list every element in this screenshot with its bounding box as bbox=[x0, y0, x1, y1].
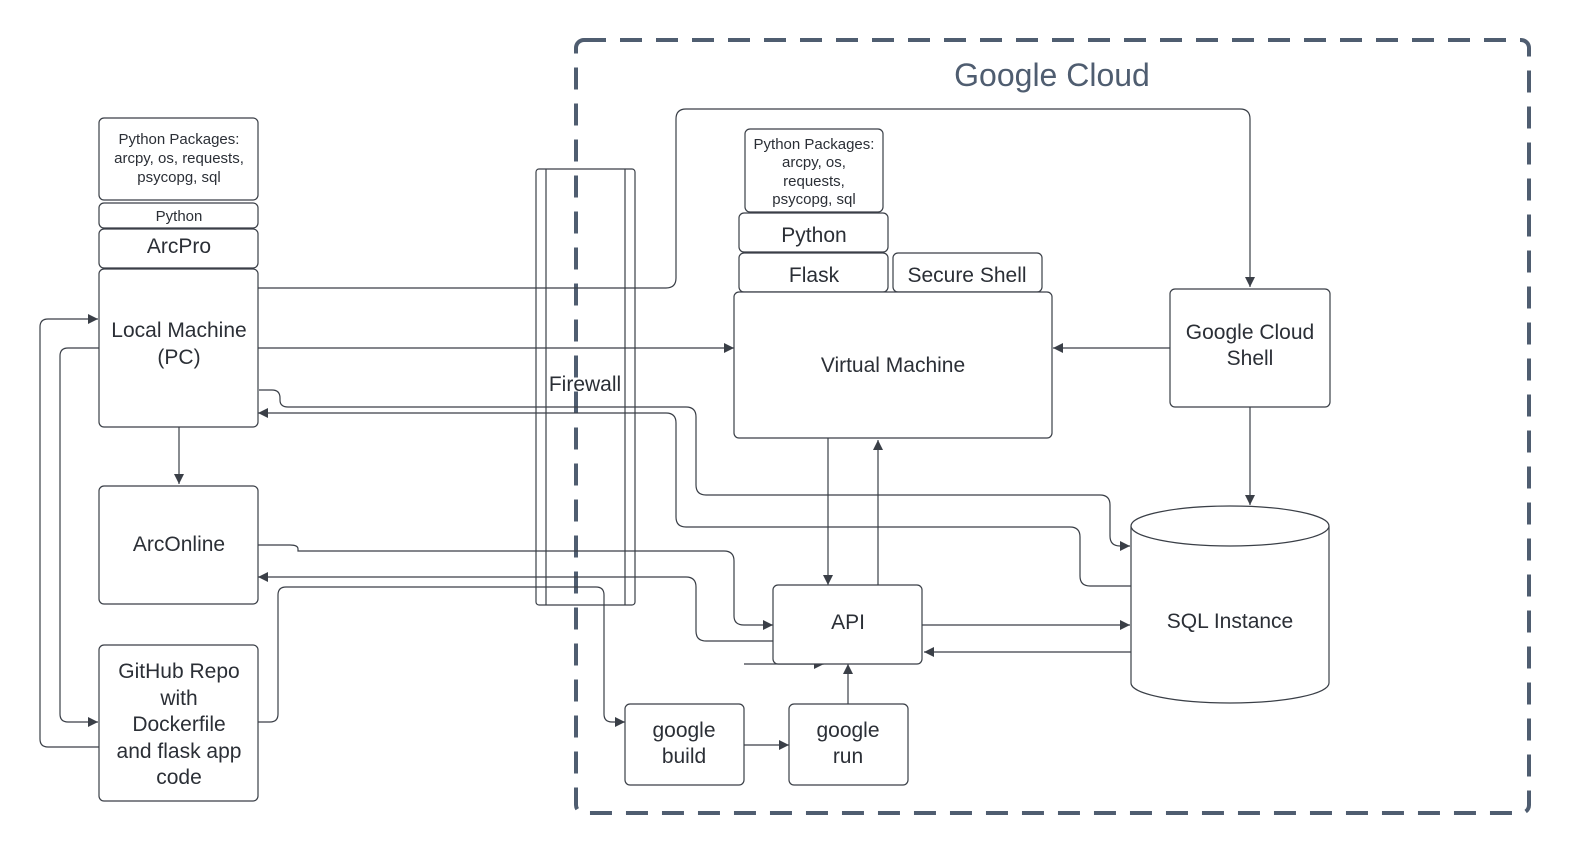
sql-cylinder-top bbox=[1130, 505, 1330, 547]
edge-sql-to-local bbox=[258, 408, 1131, 587]
github-line-4: and flask app bbox=[117, 740, 242, 763]
github-line-5: code bbox=[156, 766, 202, 789]
vm-python[interactable]: Python bbox=[738, 212, 889, 253]
google-cloud-title: Google Cloud bbox=[954, 57, 1150, 93]
local-python[interactable]: Python bbox=[98, 202, 259, 229]
secure-shell[interactable]: Secure Shell bbox=[892, 252, 1043, 293]
local-pkgs-line-1: Python Packages: bbox=[119, 131, 240, 148]
local-machine-line-2: (PC) bbox=[157, 346, 200, 369]
sql-instance-label: SQL Instance bbox=[1167, 610, 1293, 633]
secure-shell-label: Secure Shell bbox=[907, 264, 1026, 287]
firewall-outer bbox=[535, 168, 636, 606]
edge-local-to-cloudshell bbox=[258, 108, 1255, 289]
google-build[interactable]: google build bbox=[624, 703, 745, 786]
api[interactable]: API bbox=[772, 584, 923, 665]
google-build-line-1: google bbox=[652, 719, 715, 742]
github-line-3: Dockerfile bbox=[132, 713, 225, 736]
arconline-label: ArcOnline bbox=[133, 533, 225, 556]
local-python-packages[interactable]: Python Packages: arcpy, os, requests, ps… bbox=[98, 117, 259, 201]
edge-github-to-local bbox=[39, 314, 99, 748]
local-pkgs-line-2: arcpy, os, requests, bbox=[114, 150, 244, 167]
github-repo[interactable]: GitHub Repo with Dockerfile and flask ap… bbox=[98, 644, 259, 802]
arcpro-label: ArcPro bbox=[147, 235, 211, 258]
local-machine[interactable]: Local Machine (PC) bbox=[98, 268, 259, 428]
edge-local-to-github bbox=[59, 347, 99, 727]
sql-instance[interactable]: SQL Instance bbox=[1130, 505, 1330, 704]
google-cloud-boundary bbox=[574, 38, 1531, 815]
google-run-line-1: google bbox=[816, 719, 879, 742]
google-cloud-shell[interactable]: Google Cloud Shell bbox=[1169, 288, 1331, 408]
local-python-label: Python bbox=[156, 208, 203, 225]
arcpro[interactable]: ArcPro bbox=[98, 228, 259, 269]
edge-api-to-arconline bbox=[258, 572, 773, 642]
flask[interactable]: Flask bbox=[738, 252, 889, 293]
vm-pkgs-line-4: psycopg, sql bbox=[772, 191, 855, 208]
vm-python-packages[interactable]: Python Packages: arcpy, os, requests, ps… bbox=[744, 128, 884, 213]
vm-python-label: Python bbox=[781, 224, 846, 247]
arconline[interactable]: ArcOnline bbox=[98, 485, 259, 605]
github-line-1: GitHub Repo bbox=[118, 660, 239, 683]
api-label: API bbox=[831, 611, 865, 634]
local-pkgs-line-3: psycopg, sql bbox=[137, 169, 220, 186]
edge-github-to-build bbox=[258, 586, 625, 727]
google-run-line-2: run bbox=[833, 745, 863, 768]
vm-pkgs-line-2: arcpy, os, bbox=[782, 154, 846, 171]
virtual-machine[interactable]: Virtual Machine bbox=[733, 291, 1053, 439]
cloud-shell-line-2: Shell bbox=[1227, 347, 1274, 370]
google-build-line-2: build bbox=[662, 745, 706, 768]
local-machine-line-1: Local Machine bbox=[111, 319, 246, 342]
vm-pkgs-line-1: Python Packages: bbox=[754, 136, 875, 153]
sql-cylinder-body bbox=[1130, 526, 1330, 704]
virtual-machine-label: Virtual Machine bbox=[821, 354, 965, 377]
edge-local-sql-upper bbox=[259, 389, 1130, 551]
edge-arconline-to-api bbox=[258, 544, 773, 630]
firewall-label: Firewall bbox=[549, 373, 621, 396]
vm-pkgs-line-3: requests, bbox=[783, 173, 845, 190]
github-line-2: with bbox=[159, 687, 197, 710]
google-run[interactable]: google run bbox=[788, 703, 909, 786]
firewall[interactable]: Firewall bbox=[535, 168, 636, 606]
connection-lines bbox=[39, 108, 1255, 750]
cloud-shell-line-1: Google Cloud bbox=[1186, 321, 1314, 344]
flask-label: Flask bbox=[789, 264, 840, 287]
